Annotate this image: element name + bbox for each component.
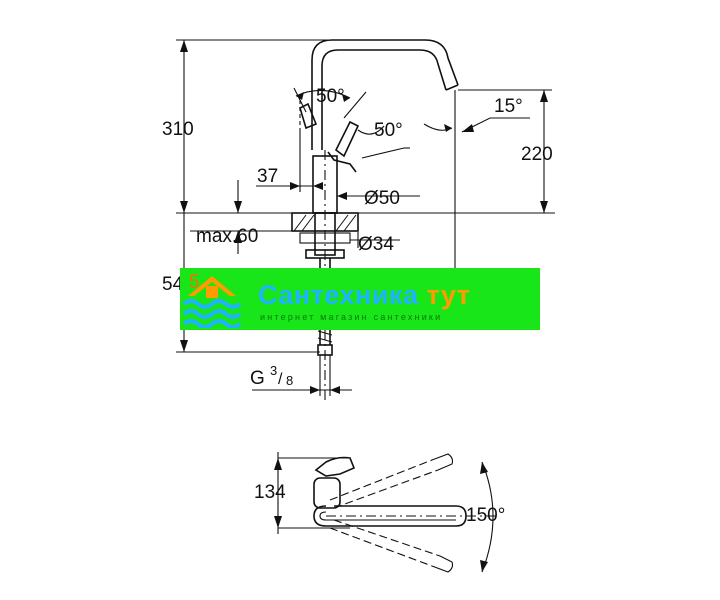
watermark-digit: 5: [189, 272, 200, 293]
dimension-thread: [252, 355, 352, 396]
dimension-max60: [190, 180, 300, 254]
label-thread-slash: /: [278, 371, 283, 388]
label-220: 220: [521, 144, 553, 165]
dimension-diameter-50: [337, 192, 420, 200]
watermark-title: Сантехника тут: [258, 280, 470, 311]
label-thread-g: G: [250, 368, 265, 389]
dimension-220: [458, 89, 552, 213]
label-thread-numerator: 3: [270, 363, 277, 378]
dimension-37: [256, 130, 323, 192]
label-134: 134: [254, 482, 286, 503]
label-angle-lever-top: 50°: [316, 86, 345, 107]
label-diameter-50: Ø50: [364, 188, 400, 209]
house-waves-logo-icon: [182, 276, 242, 328]
watermark-title-main: Сантехника: [258, 280, 427, 310]
label-angle-spout: 15°: [494, 96, 523, 117]
label-angle-lever-side: 50°: [374, 120, 403, 141]
lever-angle-arcs: [293, 87, 410, 159]
label-thread-denominator: 8: [286, 373, 293, 388]
lever-handle: [299, 100, 360, 173]
top-view: [274, 452, 498, 573]
label-diameter-34: Ø34: [358, 234, 394, 255]
counter-mount: [291, 212, 359, 259]
dimension-15deg: [423, 90, 530, 213]
watermark-title-accent: тут: [426, 280, 471, 310]
dimension-diameter-34: [350, 232, 400, 248]
label-150deg: 150°: [466, 505, 505, 526]
spout: [311, 39, 459, 150]
label-max60: max.60: [196, 226, 258, 247]
label-310: 310: [162, 119, 194, 140]
dimension-310: [176, 39, 335, 213]
label-37: 37: [257, 166, 278, 187]
watermark-banner: Сантехника тут интернет магазин сантехни…: [180, 268, 540, 330]
watermark-subtitle: интернет магазин сантехники: [260, 312, 443, 322]
